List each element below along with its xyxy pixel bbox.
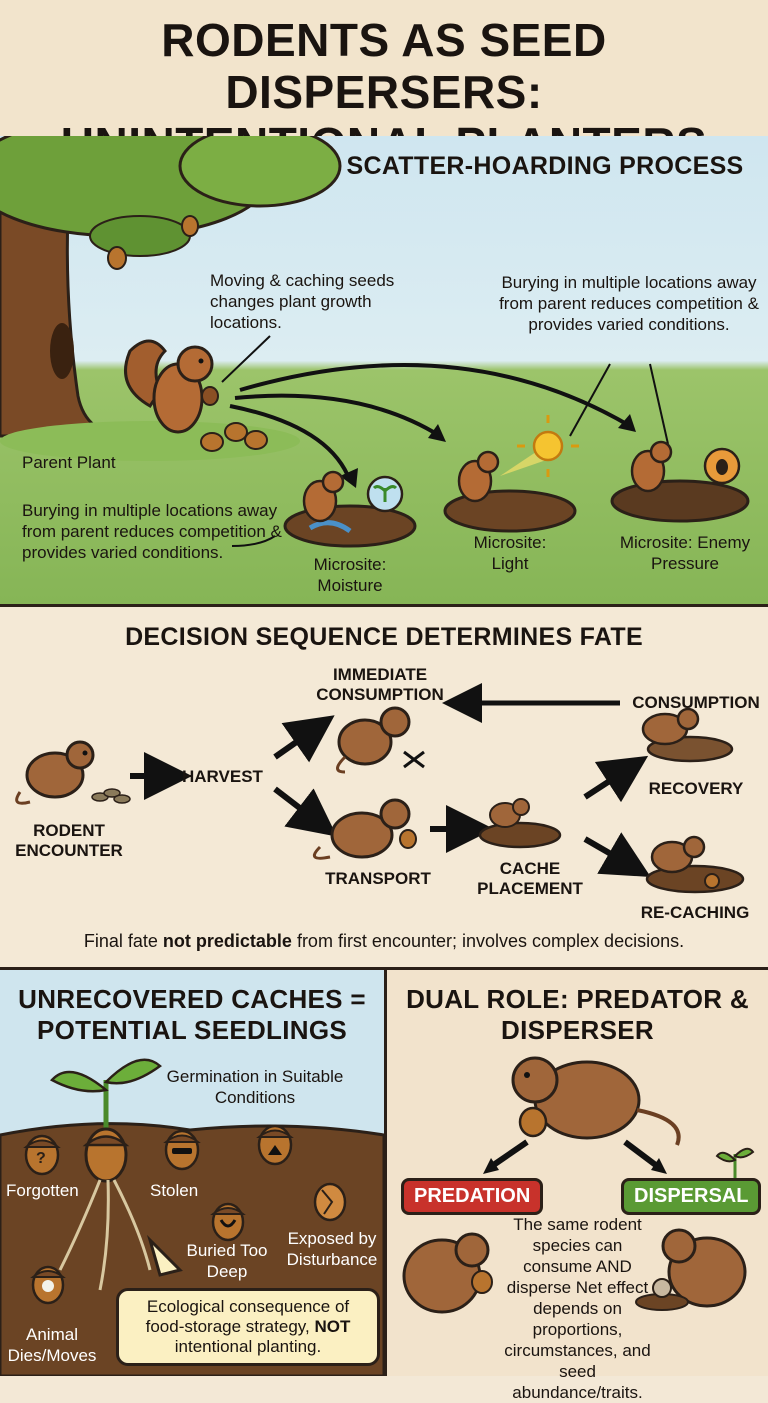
immediate-consumption-label: IMMEDIATE CONSUMPTION <box>316 665 444 704</box>
recaching-icon <box>645 835 745 894</box>
dual-role-panel: DUAL ROLE: PREDATOR & DISPERSER PREDATIO… <box>387 970 768 1402</box>
microsite-moisture-label: Microsite: Moisture <box>313 555 387 595</box>
microsite-light-label: Microsite: Light <box>473 533 547 573</box>
acorn-icon <box>256 1124 294 1166</box>
dispersal-rodent-icon <box>635 1228 747 1311</box>
rodent-icon <box>511 1056 681 1146</box>
note-moving: Moving & caching seeds changes plant gro… <box>210 271 395 332</box>
svg-text:?: ? <box>36 1150 46 1167</box>
note-burying-left: Burying in multiple locations away from … <box>22 501 282 562</box>
arrow-to-moisture <box>229 404 352 482</box>
acorn-icon <box>107 246 127 270</box>
arrow-to-transport <box>273 786 338 837</box>
scatter-hoarding-panel: SCATTER-HOARDING PROCESS Moving & cachin… <box>0 136 768 607</box>
skull-acorn-icon <box>30 1265 66 1305</box>
microsite-enemy-label: Microsite: Enemy Pressure <box>619 533 751 573</box>
parent-plant-label: Parent Plant <box>22 453 116 472</box>
predation-badge: PREDATION <box>401 1178 544 1215</box>
predation-rodent-icon <box>402 1232 493 1314</box>
rodent-carrying-icon <box>312 798 417 860</box>
rodent-icon <box>15 740 95 805</box>
scatter-illustration <box>0 136 750 548</box>
sprout-icon <box>715 1147 755 1180</box>
stolen-acorn-icon <box>163 1129 201 1171</box>
re-caching-label: RE-CACHING <box>640 903 750 922</box>
arrow-to-enemy <box>239 363 632 428</box>
animal-dies-label: Animal Dies/Moves <box>7 1325 97 1365</box>
fallen-acorns-icon <box>200 422 268 452</box>
arrow-to-light <box>234 393 442 438</box>
recovery-icon <box>641 707 734 763</box>
consumption-label: CONSUMPTION <box>632 693 760 712</box>
cache-mound-icon <box>478 798 562 849</box>
dual-body-text: The same rodent species can consume AND … <box>504 1215 651 1402</box>
decision-diagram <box>15 683 745 894</box>
exposed-acorn-icon <box>313 1182 347 1222</box>
arrow-to-recovery <box>583 755 649 803</box>
rodent-eating-icon <box>336 706 425 774</box>
germination-label: Germination in Suitable Conditions <box>166 1067 344 1107</box>
unrecovered-heading: UNRECOVERED CACHES = POTENTIAL SEEDLINGS <box>18 984 366 1045</box>
dual-role-illustration <box>402 1056 755 1314</box>
recovery-label: RECOVERY <box>648 779 744 798</box>
cache-placement-label: CACHE PLACEMENT <box>477 859 583 898</box>
scatter-heading: SCATTER-HOARDING PROCESS <box>346 152 744 180</box>
enemy-mound-icon <box>610 479 750 523</box>
squirrel-icon <box>124 339 219 434</box>
decision-panel: DECISION SEQUENCE DETERMINES FATE RODENT… <box>0 607 768 970</box>
harvest-label: HARVEST <box>182 767 263 786</box>
rodent-encounter-label: RODENT ENCOUNTER <box>15 821 123 860</box>
rodent-icon <box>457 450 500 503</box>
note-burying-right: Burying in multiple locations away from … <box>499 273 759 334</box>
unrecovered-panel: ? UNREC <box>0 970 387 1376</box>
buried-deep-acorn-icon <box>210 1202 246 1242</box>
dispersal-badge: DISPERSAL <box>621 1178 762 1215</box>
dual-body: The same rodent species can consume AND … <box>397 1214 758 1403</box>
seed-pile-icon <box>91 788 131 804</box>
arrow-to-immediate <box>273 715 335 763</box>
dual-heading: DUAL ROLE: PREDATOR & DISPERSER <box>406 984 749 1045</box>
ecology-callout: Ecological consequence of food-storage s… <box>116 1288 380 1366</box>
sun-icon <box>517 415 579 477</box>
transport-label: TRANSPORT <box>325 869 431 888</box>
decision-footer: Final fate not predictable from first en… <box>83 931 685 951</box>
forgotten-label: Forgotten <box>6 1181 79 1200</box>
seedling-icon <box>50 1058 162 1291</box>
arrow-to-recaching <box>583 832 651 878</box>
stolen-label: Stolen <box>150 1181 199 1200</box>
buried-deep-label: Buried Too Deep <box>186 1241 268 1281</box>
forgotten-acorn-icon: ? <box>23 1134 61 1176</box>
decision-heading: DECISION SEQUENCE DETERMINES FATE <box>125 623 643 651</box>
rodent-icon <box>630 440 673 493</box>
rodent-icon <box>302 470 345 523</box>
acorn-icon <box>181 215 199 237</box>
exposed-label: Exposed by Disturbance <box>286 1229 378 1269</box>
moisture-mound-icon <box>283 504 417 548</box>
tree-hollow <box>50 323 74 379</box>
